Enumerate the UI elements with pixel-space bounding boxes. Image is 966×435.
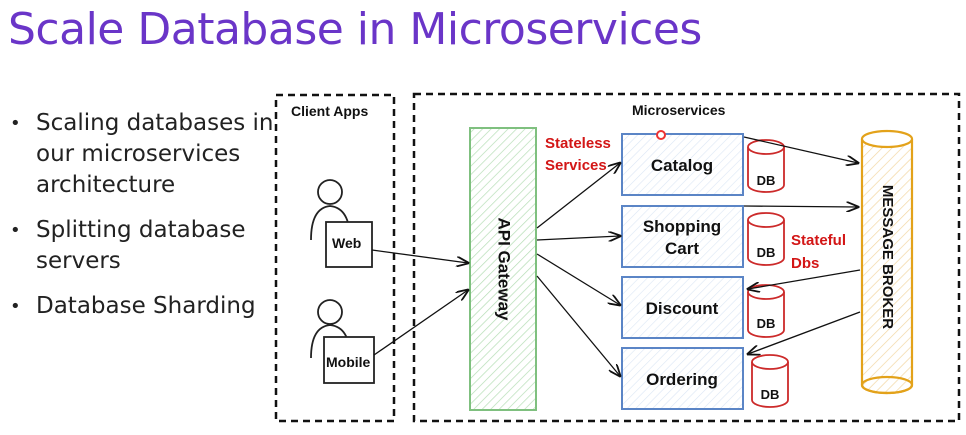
catalog-db-label: DB	[757, 173, 776, 188]
shopping-cart-db-icon	[747, 212, 785, 266]
client-apps-label: Client Apps	[291, 103, 368, 119]
shopping-cart-service-box	[621, 205, 744, 268]
slide-title: Scale Database in Microservices	[8, 4, 702, 55]
mobile-label: Mobile	[326, 354, 371, 370]
ordering-service-box	[621, 347, 744, 410]
web-label: Web	[332, 235, 361, 251]
ordering-label: Ordering	[646, 370, 718, 389]
broker-to-ordering-arrow	[748, 311, 861, 354]
cart-to-broker-arrow	[743, 206, 858, 207]
microservices-box	[412, 92, 961, 423]
bullet-dot-icon: •	[10, 113, 21, 134]
discount-db-label: DB	[757, 316, 776, 331]
shopping-cart-db-label: DB	[757, 245, 776, 260]
api-gateway-box	[469, 127, 537, 411]
shopping-cart-label-line2: Cart	[665, 239, 699, 258]
gateway-to-ordering-arrow	[536, 275, 620, 376]
ordering-db-icon	[751, 354, 789, 408]
pointer-dot-icon	[656, 130, 666, 140]
web-to-gateway-arrow	[371, 249, 468, 263]
catalog-label: Catalog	[651, 156, 713, 175]
catalog-service-box	[621, 133, 744, 196]
bullet-item: • Splitting database servers	[10, 215, 280, 277]
gateway-to-catalog-arrow	[536, 163, 620, 229]
discount-service-box	[621, 276, 744, 339]
stateful-label-line1: Stateful	[791, 232, 846, 249]
api-gateway-label: API Gateway	[495, 218, 514, 322]
discount-label: Discount	[646, 299, 719, 318]
broker-to-discount-arrow	[748, 269, 861, 289]
bullet-text: Scaling databases in our microservices a…	[36, 110, 274, 198]
stateless-label-line1: Stateless	[545, 135, 611, 152]
mobile-to-gateway-arrow	[373, 290, 468, 356]
bullet-item: • Scaling databases in our microservices …	[10, 108, 280, 201]
gateway-to-cart-arrow	[536, 236, 620, 240]
bullet-item: • Database Sharding	[10, 291, 280, 322]
stateless-label-line2: Services	[545, 157, 607, 174]
gateway-to-discount-arrow	[536, 253, 620, 305]
bullet-dot-icon: •	[10, 296, 21, 317]
bullet-text: Database Sharding	[36, 293, 256, 319]
microservices-label: Microservices	[632, 102, 726, 118]
message-broker-label: MESSAGE BROKER	[879, 185, 896, 329]
shopping-cart-label-line1: Shopping	[643, 217, 721, 236]
bullet-text: Splitting database servers	[36, 217, 246, 274]
stateful-label-line2: Dbs	[791, 255, 819, 272]
client-apps-box	[274, 93, 396, 423]
web-user-icon	[310, 179, 373, 268]
message-broker-icon	[860, 129, 914, 395]
ordering-db-label: DB	[761, 387, 780, 402]
bullet-list: • Scaling databases in our microservices …	[10, 108, 280, 336]
catalog-to-broker-arrow	[743, 136, 858, 163]
mobile-user-icon	[310, 299, 375, 384]
bullet-dot-icon: •	[10, 220, 21, 241]
